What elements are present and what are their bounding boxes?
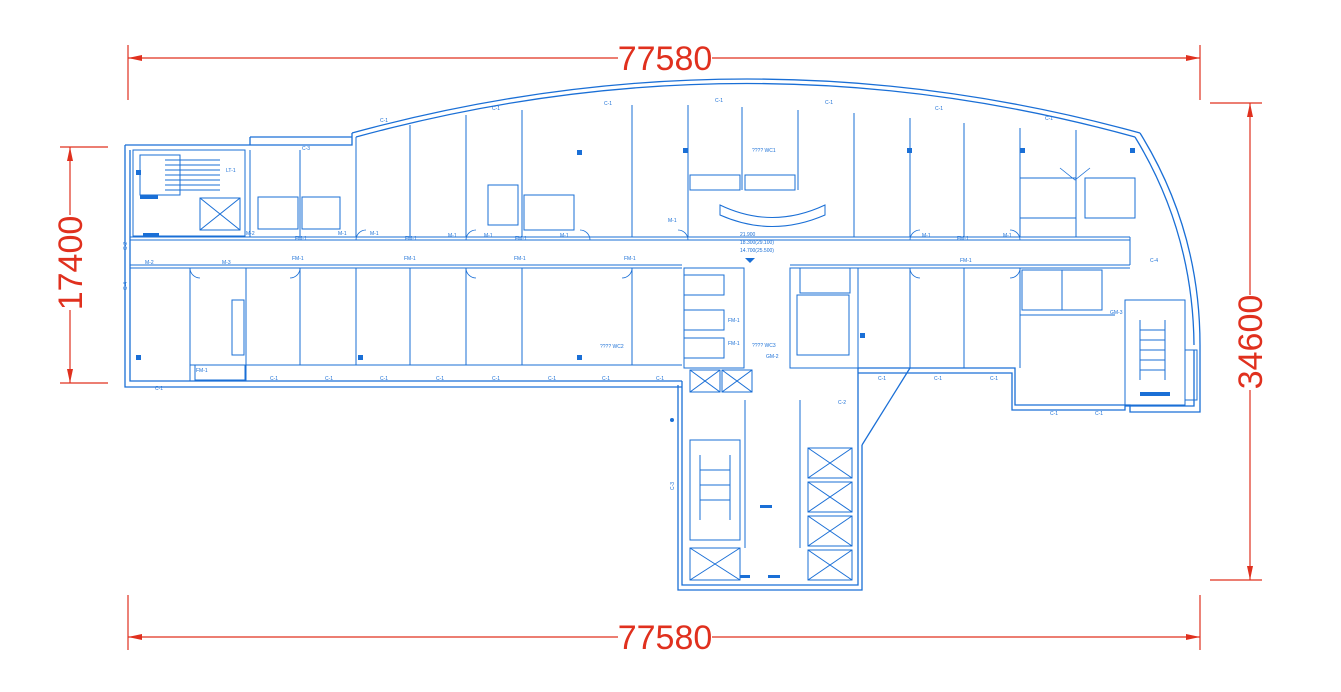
tag-c1-f: C-1: [548, 376, 556, 382]
tag-c3-west: C-3: [670, 482, 676, 490]
central-core: [683, 267, 859, 581]
tag-m1-h: M-1: [1003, 233, 1012, 239]
tag-fm1-h: FM-1: [624, 256, 636, 262]
tag-m3-a: M-3: [222, 260, 231, 266]
tag-m1-f: M-1: [668, 218, 677, 224]
tag-c4-west: C-4: [123, 282, 129, 290]
elevation-line-3: 14.700(25.500): [740, 248, 774, 254]
tag-fm1-d: FM-1: [957, 236, 969, 242]
wc-notes: ???? WC1 ???? WC2 ???? WC3: [600, 148, 776, 350]
tag-fm1-e: FM-1: [292, 256, 304, 262]
tag-c1-q: C-1: [604, 101, 612, 107]
door-swings: [189, 167, 1091, 279]
exterior-walls: [124, 78, 1201, 591]
tag-m1-g: M-1: [922, 233, 931, 239]
bottom-width-dimension: 77580: [618, 619, 713, 657]
tag-c1-c: C-1: [380, 376, 388, 382]
tag-fm1-l: FM-1: [728, 341, 740, 347]
corridor-walls: [130, 236, 1131, 269]
elevation-line-1: 21.900: [740, 232, 756, 238]
tag-fm1-b: FM-1: [405, 236, 417, 242]
right-height-dimension: 34600: [1232, 295, 1270, 390]
tag-gm3: GM-3: [1110, 310, 1123, 316]
south-partitions: [189, 268, 682, 381]
tag-fm1-j: FM-1: [196, 368, 208, 374]
wc-note-core: ???? WC3: [752, 343, 776, 349]
east-partitions: [909, 268, 1198, 406]
tag-m1-a: M-1: [338, 231, 347, 237]
tag-c1-s: C-1: [825, 100, 833, 106]
tag-c1-n: C-1: [155, 386, 163, 392]
elevation-note: 21.900 18.300(29.100) 14.700(25.500): [740, 232, 774, 263]
tag-c2-west: C-2: [123, 242, 129, 250]
tag-c1-k: C-1: [990, 376, 998, 382]
tag-fm1-k: FM-1: [728, 318, 740, 324]
tag-c1-r: C-1: [715, 98, 723, 104]
tag-m1-e: M-1: [560, 233, 569, 239]
tag-m1-d: M-1: [484, 233, 493, 239]
tag-c1-m: C-1: [1095, 411, 1103, 417]
tag-lt1: LT-1: [226, 168, 236, 174]
tag-c1-p: C-1: [492, 106, 500, 112]
tag-fm1-i: FM-1: [960, 258, 972, 264]
tag-c1-i: C-1: [878, 376, 886, 382]
wc-note-south: ???? WC2: [600, 344, 624, 350]
left-height-dimension: 17400: [52, 216, 90, 311]
tag-c1-e: C-1: [492, 376, 500, 382]
tag-m1-c: M-1: [448, 233, 457, 239]
tag-c1-u: C-1: [1045, 116, 1053, 122]
tag-c1-l: C-1: [1050, 411, 1058, 417]
tag-c3-north: C-3: [302, 146, 310, 152]
tag-c1-g: C-1: [602, 376, 610, 382]
dimension-lines: [60, 45, 1262, 650]
wc-note-north: ???? WC1: [752, 148, 776, 154]
tag-m1-b: M-1: [370, 231, 379, 237]
tag-c1-d: C-1: [436, 376, 444, 382]
tag-c1-a: C-1: [270, 376, 278, 382]
tag-m2-a: M-2: [246, 231, 255, 237]
tag-c1-t: C-1: [935, 106, 943, 112]
north-partitions: [132, 105, 1136, 237]
tag-fm1-a: FM-1: [295, 236, 307, 242]
tag-c2-a: C-2: [838, 400, 846, 406]
column-markers: [136, 148, 1170, 578]
tag-gm2: GM-2: [766, 354, 779, 360]
door-window-tags: LT-1 C-3 M-2 FM-1 M-1 M-1 FM-1 M-1 M-1 F…: [123, 98, 1158, 490]
tag-fm1-c: FM-1: [515, 236, 527, 242]
tag-c1-o: C-1: [380, 118, 388, 124]
tag-fm1-f: FM-1: [404, 256, 416, 262]
top-width-dimension: 77580: [618, 40, 713, 78]
tag-c1-h: C-1: [656, 376, 664, 382]
dimension-arrows: [67, 55, 1253, 640]
tag-c1-b: C-1: [325, 376, 333, 382]
elevation-line-2: 18.300(29.100): [740, 240, 774, 246]
tag-m2-b: M-2: [145, 260, 154, 266]
tag-c1-j: C-1: [934, 376, 942, 382]
tag-c4-a: C-4: [1150, 258, 1158, 264]
tag-fm1-g: FM-1: [514, 256, 526, 262]
